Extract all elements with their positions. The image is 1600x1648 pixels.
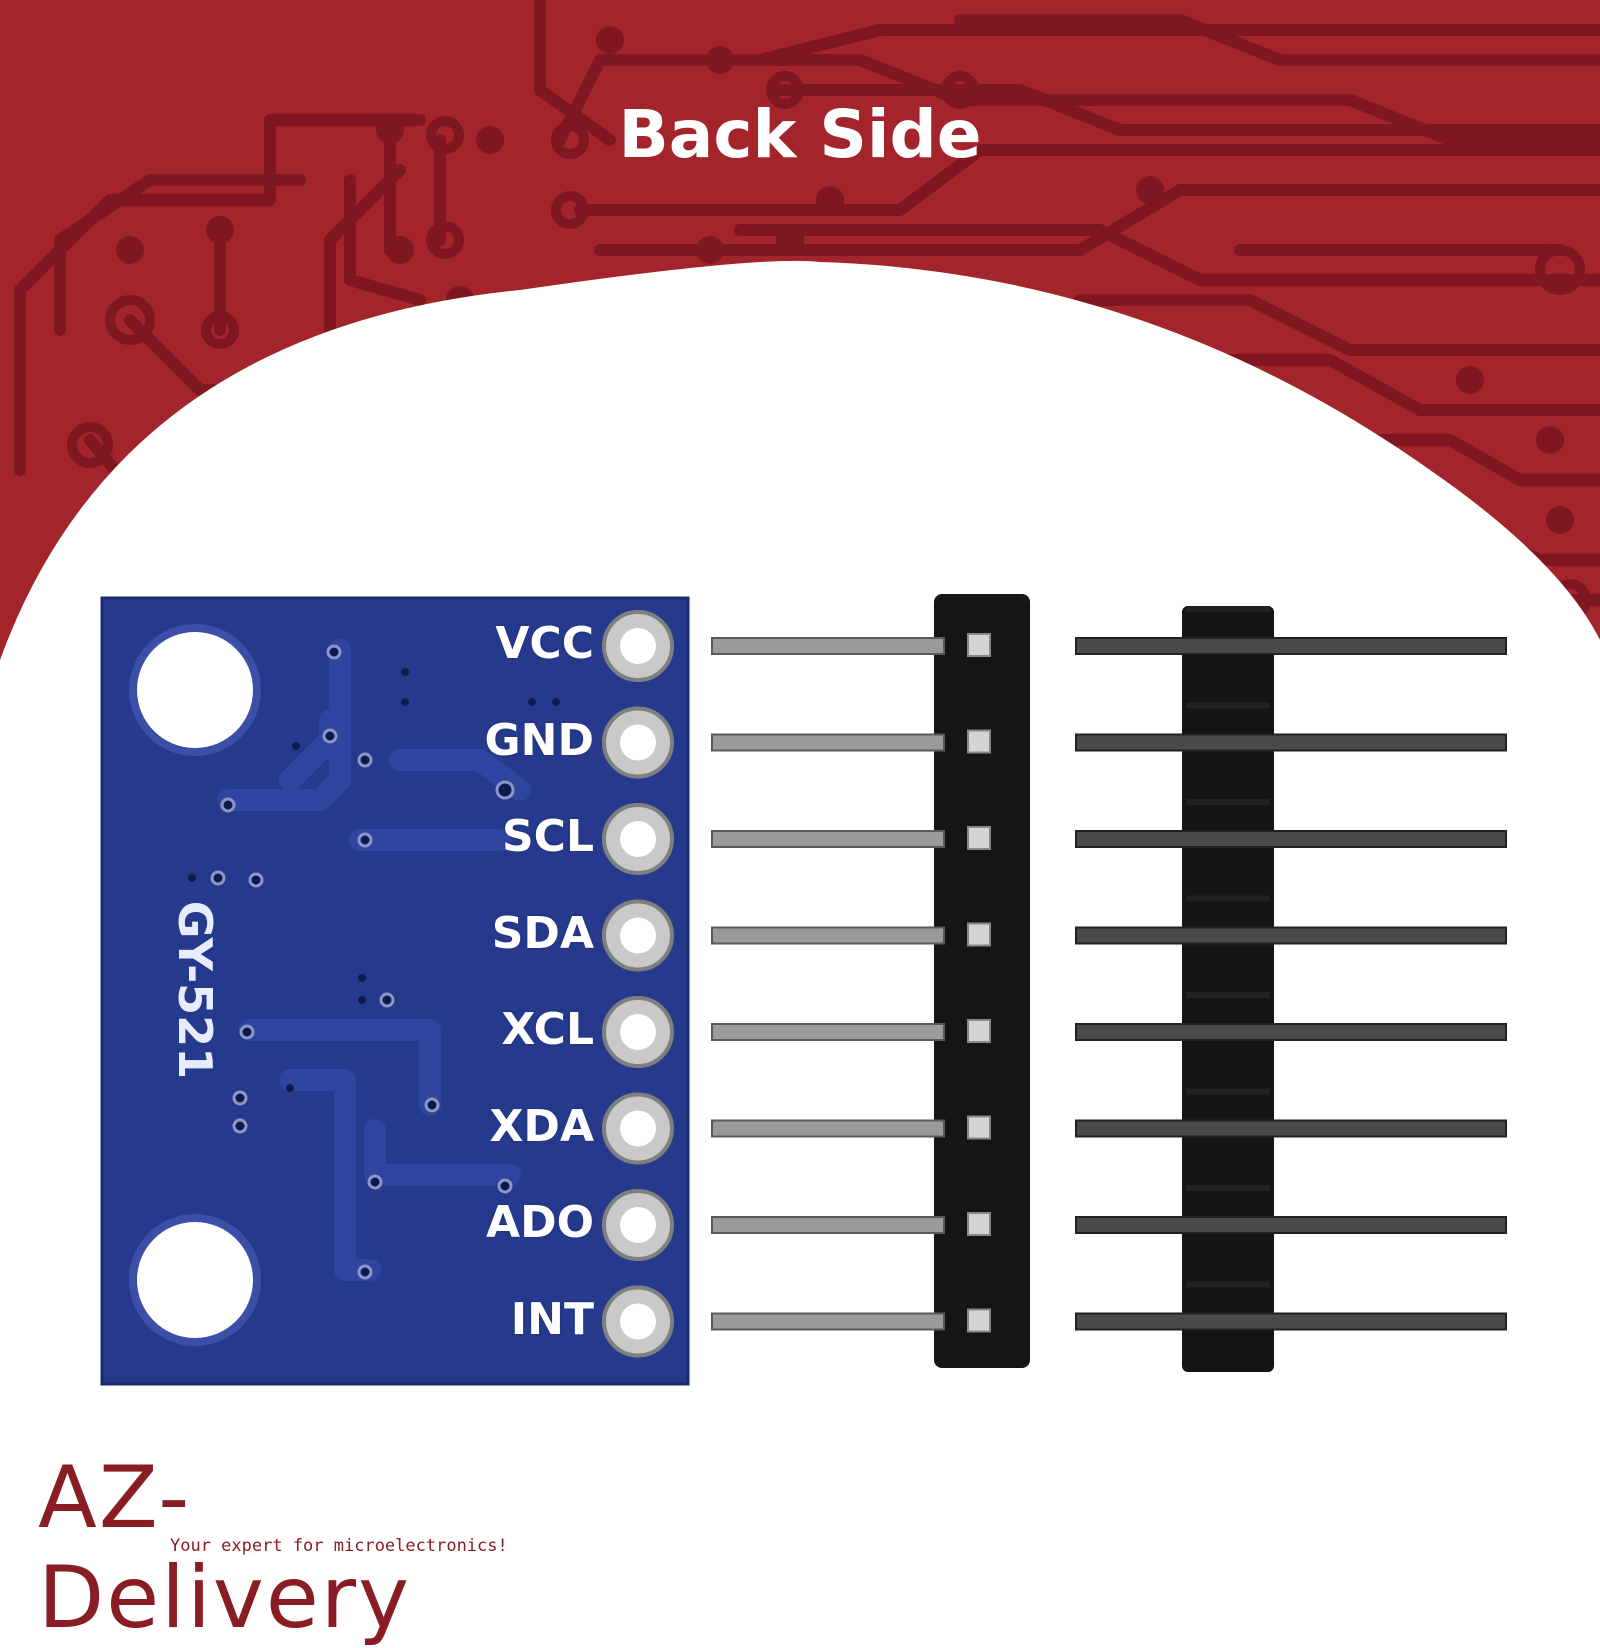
pin-hole	[620, 1303, 656, 1340]
header-pin-tip	[967, 729, 991, 754]
header-pin	[1075, 1312, 1507, 1331]
pin-header-left	[711, 594, 1030, 1368]
header-pin	[711, 830, 945, 848]
header-segment-line	[1186, 1185, 1270, 1191]
gy521-board	[100, 596, 690, 1386]
header-pin	[1075, 1216, 1507, 1234]
header-pin	[711, 1216, 945, 1234]
header-pin-tip	[967, 1115, 991, 1140]
header-pin-tip	[967, 826, 991, 850]
header-segment-line	[1186, 992, 1270, 998]
header-pin	[1075, 1119, 1507, 1138]
product-photo	[0, 0, 1600, 1600]
pin-label: GND	[484, 714, 594, 766]
pin-label: VCC	[495, 618, 594, 669]
logo-tagline: Your expert for microelectronics!	[170, 1536, 508, 1556]
header-pin	[711, 733, 945, 752]
header-pin-tip	[967, 1019, 991, 1043]
pin-hole	[620, 821, 656, 857]
header-pin	[1075, 830, 1507, 848]
header-pin	[711, 1119, 945, 1138]
pin-label: SDA	[491, 907, 594, 959]
header-pin	[1075, 1023, 1507, 1041]
header-pin-tip	[967, 633, 991, 657]
pin-label: INT	[510, 1293, 594, 1345]
header-segment-line	[1186, 702, 1270, 709]
header-pin	[711, 926, 945, 945]
pin-label: XCL	[501, 1004, 594, 1055]
pin-label: ADO	[486, 1197, 594, 1248]
header-pin	[1075, 637, 1507, 655]
pin-header-right	[1075, 606, 1507, 1372]
header-pin	[711, 1312, 945, 1331]
header-pin	[1075, 733, 1507, 752]
pin-hole	[620, 628, 656, 664]
pin-hole	[620, 1110, 656, 1147]
header-pin	[711, 1023, 945, 1041]
header-body-left	[934, 594, 1030, 1368]
header-segment-line	[1186, 799, 1270, 805]
board-model-label: GY-521	[168, 900, 222, 1080]
header-pin-tip	[967, 1212, 991, 1236]
header-pin	[1075, 926, 1507, 945]
az-delivery-logo: AZ-Delivery Your expert for microelectro…	[38, 1448, 558, 1648]
header-segment-line	[1186, 895, 1270, 902]
pin-hole	[620, 917, 656, 954]
pin-hole	[620, 1207, 656, 1243]
pin-hole	[620, 1014, 656, 1050]
page-title: Back Side	[618, 96, 982, 173]
pin-label: XDA	[489, 1100, 595, 1152]
header-segment-line	[1186, 1281, 1270, 1288]
header-pin	[711, 637, 945, 655]
pin-label: SCL	[501, 811, 594, 862]
header-pin-tip	[967, 1308, 991, 1333]
header-segment-line	[1186, 606, 1270, 612]
header-body-right	[1182, 606, 1274, 1372]
header-pin-tip	[967, 922, 991, 947]
pin-hole	[620, 724, 656, 761]
header-segment-line	[1186, 1088, 1270, 1095]
